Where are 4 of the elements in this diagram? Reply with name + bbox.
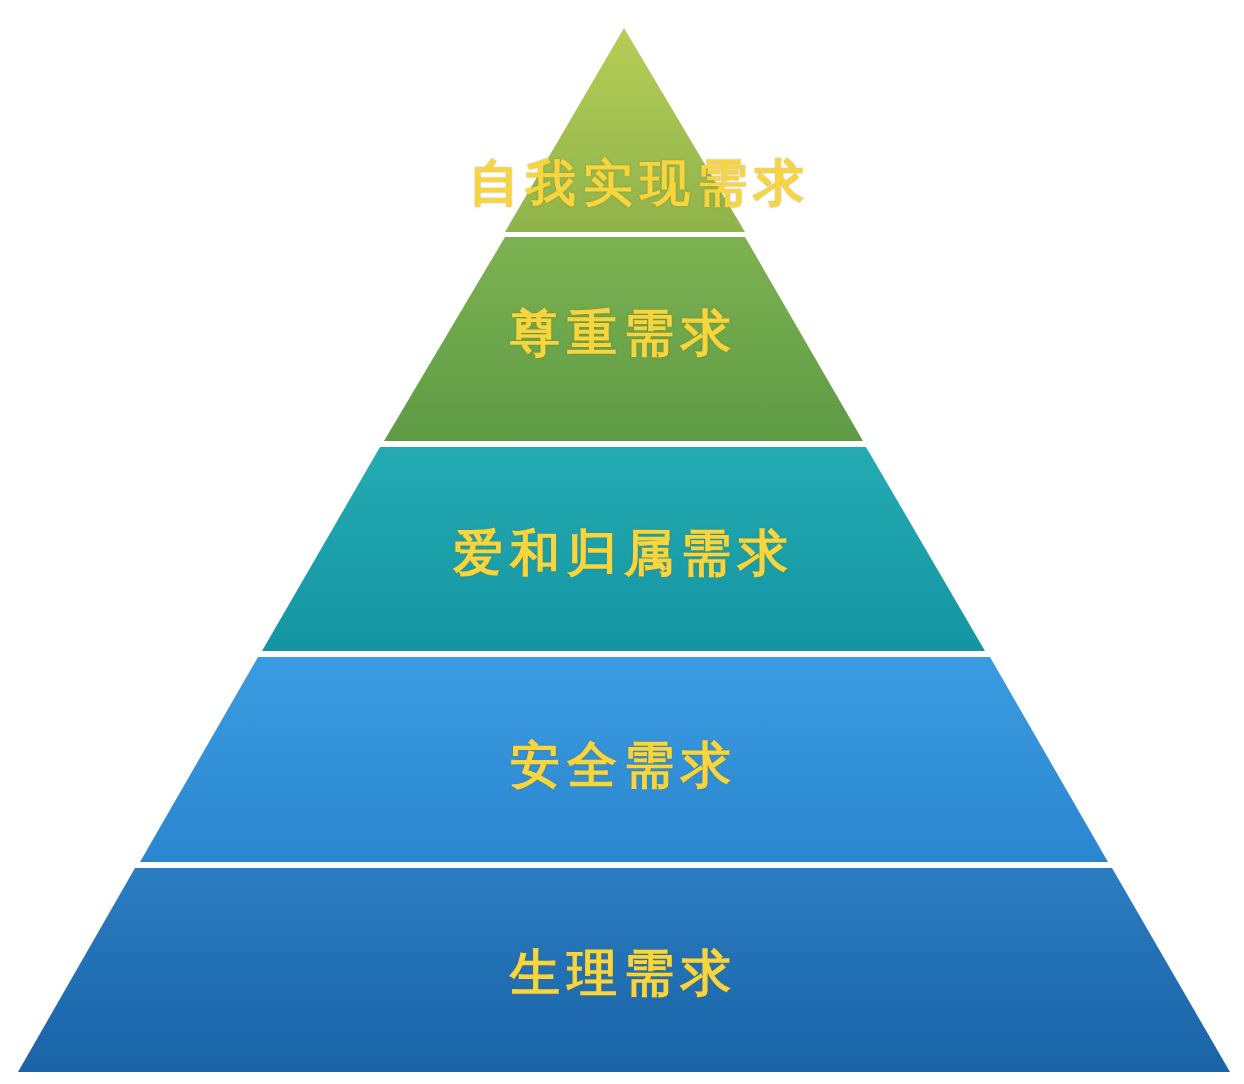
tier-label: 尊重需求: [510, 305, 738, 361]
tier-label: 爱和归属需求: [453, 525, 795, 581]
tier-label: 生理需求: [510, 945, 738, 1001]
tier-label: 安全需求: [510, 737, 738, 793]
